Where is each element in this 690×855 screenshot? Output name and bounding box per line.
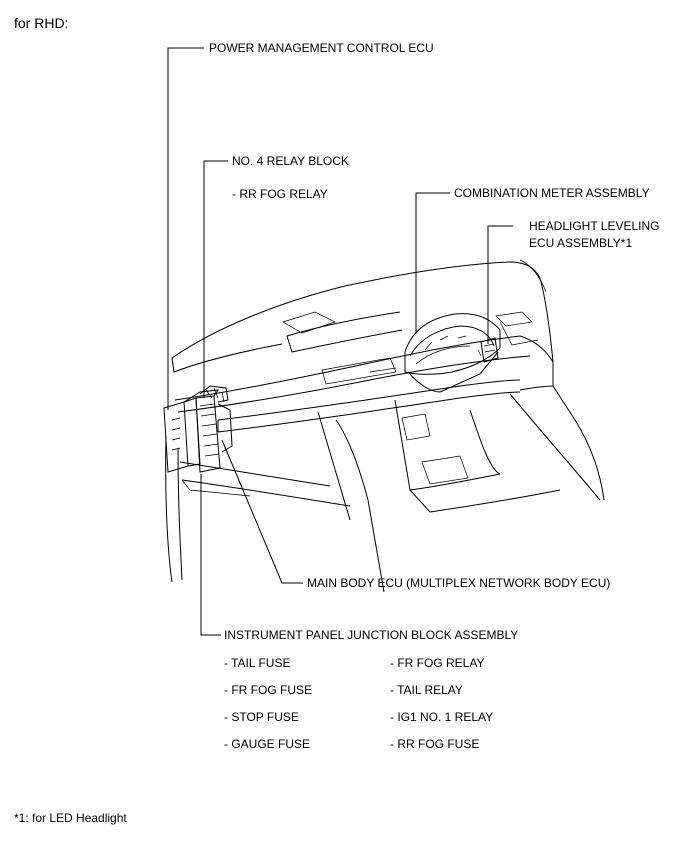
junction-item: - FR FOG RELAY — [390, 656, 485, 670]
callout-headlight-leveling-line1: HEADLIGHT LEVELING — [529, 219, 660, 233]
leader-main-body-ecu — [221, 439, 303, 584]
section-heading: for RHD: — [14, 15, 69, 31]
junction-item: - RR FOG FUSE — [390, 737, 480, 751]
relay-block-item: - RR FOG RELAY — [232, 187, 328, 201]
callout-main-body-ecu: MAIN BODY ECU (MULTIPLEX NETWORK BODY EC… — [307, 576, 611, 590]
leader-relay-block — [203, 160, 228, 398]
footnote: *1: for LED Headlight — [14, 811, 127, 825]
leader-lines — [167, 47, 513, 636]
junction-item: - STOP FUSE — [224, 710, 299, 724]
leader-headlight-leveling — [487, 225, 513, 344]
leader-combination-meter — [415, 192, 450, 334]
callout-power-management-ecu: POWER MANAGEMENT CONTROL ECU — [209, 41, 434, 55]
junction-item: - GAUGE FUSE — [224, 737, 311, 751]
junction-item: - IG1 NO. 1 RELAY — [390, 710, 494, 724]
leader-junction-block — [200, 474, 221, 636]
dashboard-outline — [165, 259, 605, 593]
callout-junction-block: INSTRUMENT PANEL JUNCTION BLOCK ASSEMBLY — [224, 628, 519, 642]
callout-relay-block: NO. 4 RELAY BLOCK — [232, 154, 349, 168]
callout-combination-meter: COMBINATION METER ASSEMBLY — [454, 186, 650, 200]
junction-item: - TAIL FUSE — [224, 656, 291, 670]
headlight-leveling-ecu-drawing — [477, 337, 499, 363]
leader-power-mgmt — [167, 47, 204, 410]
junction-block-drawing — [163, 385, 233, 473]
junction-item: - TAIL RELAY — [390, 683, 463, 697]
callout-headlight-leveling-line2: ECU ASSEMBLY*1 — [529, 236, 633, 250]
junction-item: - FR FOG FUSE — [224, 683, 312, 697]
